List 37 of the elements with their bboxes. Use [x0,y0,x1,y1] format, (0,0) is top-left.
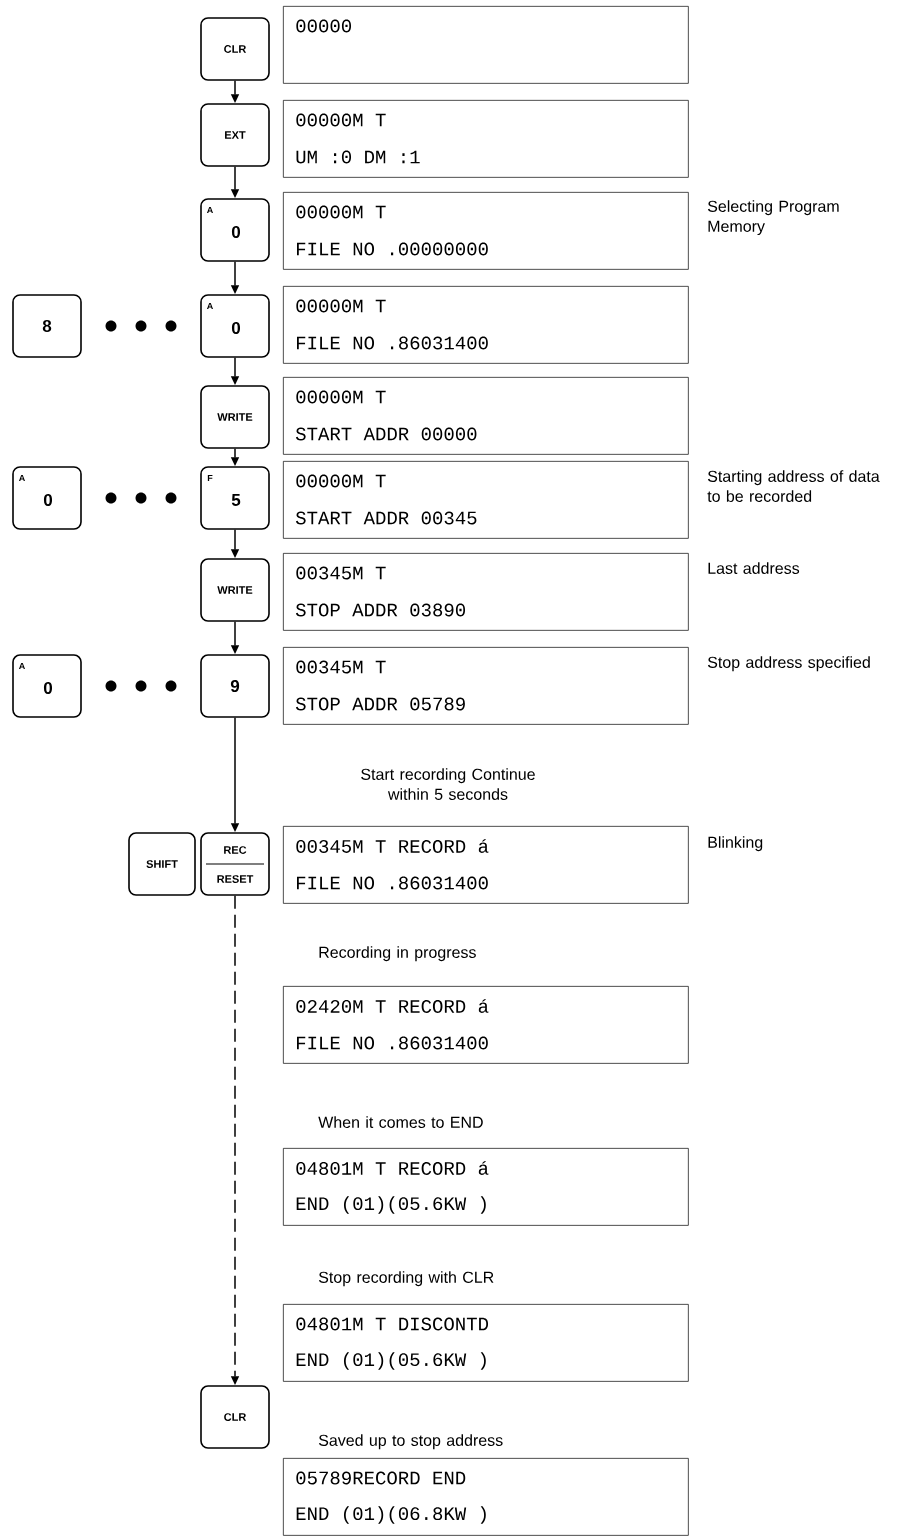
key-button: CLR [200,1385,270,1449]
display-screen: 04801M T DISCONTD END (01)(05.6KW ) [283,1304,689,1382]
key-button: 9 [200,654,270,718]
display-screen: 00000M T FILE NO .86031400 [283,286,689,364]
display-screen: 00000M T START ADDR 00000 [283,377,689,455]
note-text: Selecting Program Memory [707,200,839,236]
key-button: A 0 [200,294,270,358]
key-button: A 0 [12,654,82,718]
display-screen: 00000M T FILE NO .00000000 [283,192,689,270]
display-screen: 02420M T RECORD á FILE NO .86031400 [283,986,689,1064]
display-screen: 05789RECORD END END (01)(06.8KW ) [283,1458,689,1536]
note-text: Stop recording with CLR [318,1271,494,1287]
note-text: Recording in progress [319,946,476,962]
key-button: CLR [200,17,270,81]
note-text: Start recording Continue within 5 seconds [361,768,535,800]
key-button: REC RESET [200,832,270,896]
display-screen: 04801M T RECORD á END (01)(05.6KW ) [283,1148,689,1226]
note-text: Saved up to stop address [318,1434,503,1450]
key-button: EXT [200,103,270,167]
display-screen: 00000 [283,6,689,84]
note-text: Blinking [708,836,763,852]
key-button: 8 [12,294,82,358]
display-screen: 00000M T START ADDR 00345 [283,461,689,539]
display-screen: 00000M T UM :0 DM :1 [283,100,689,178]
key-button: F 5 [200,466,270,530]
note-text: Stop address specified [707,656,870,672]
key-button: A 0 [12,466,82,530]
display-screen: 00345M T RECORD á FILE NO .86031400 [283,826,689,904]
display-screen: 00345M T STOP ADDR 03890 [283,553,689,631]
key-button: WRITE [200,558,270,622]
key-button: WRITE [200,385,270,449]
note-text: Starting address of data to be recorded [707,470,880,502]
note-text: Last address [708,562,800,574]
display-screen: 00345M T STOP ADDR 05789 [283,647,689,725]
note-text: When it comes to END [318,1116,483,1128]
key-button: A 0 [200,198,270,262]
key-button: SHIFT [128,832,196,896]
